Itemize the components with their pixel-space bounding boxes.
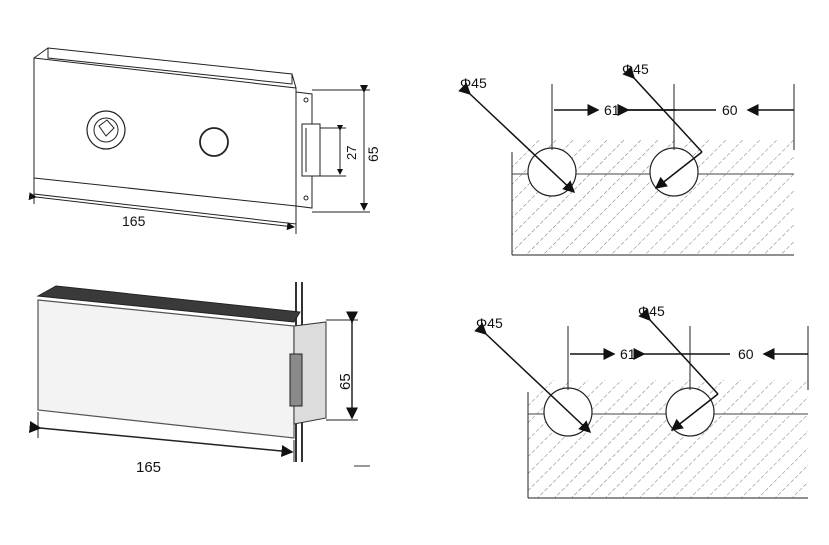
top-lock-strike — [301, 123, 321, 177]
bottom-spacing-left-label: 61 — [620, 346, 636, 362]
top-strike-label: 27 — [344, 146, 359, 160]
top-lock-back-plate — [47, 47, 293, 85]
top-hole-right — [649, 147, 699, 197]
bottom-hole-diagram — [474, 308, 809, 499]
top-hole-diagram — [458, 66, 795, 256]
top-height-label: 65 — [365, 146, 381, 162]
knob-hole-icon — [199, 127, 229, 157]
lock-cylinder-icon — [86, 110, 126, 150]
top-left-diameter-label: Φ45 — [460, 75, 487, 91]
bottom-spacing-right-label: 60 — [738, 346, 754, 362]
bottom-lock-strike — [289, 353, 303, 407]
bottom-left-diameter-label: Φ45 — [476, 315, 503, 331]
top-right-diameter-label: Φ45 — [622, 61, 649, 77]
top-spacing-right-label: 60 — [722, 102, 738, 118]
top-lock-body — [33, 57, 297, 225]
bottom-height-label: 65 — [337, 373, 354, 390]
bottom-width-dimension-line — [28, 421, 294, 457]
bottom-lock-body — [37, 299, 295, 439]
bottom-width-label: 165 — [136, 459, 161, 476]
top-lock-drawing — [28, 47, 370, 234]
bottom-lock-drawing — [28, 282, 370, 467]
top-width-label: 165 — [122, 213, 146, 229]
bottom-right-diameter-label: Φ45 — [638, 303, 665, 319]
top-spacing-left-label: 61 — [604, 102, 620, 118]
top-width-dimension-line — [28, 192, 295, 231]
